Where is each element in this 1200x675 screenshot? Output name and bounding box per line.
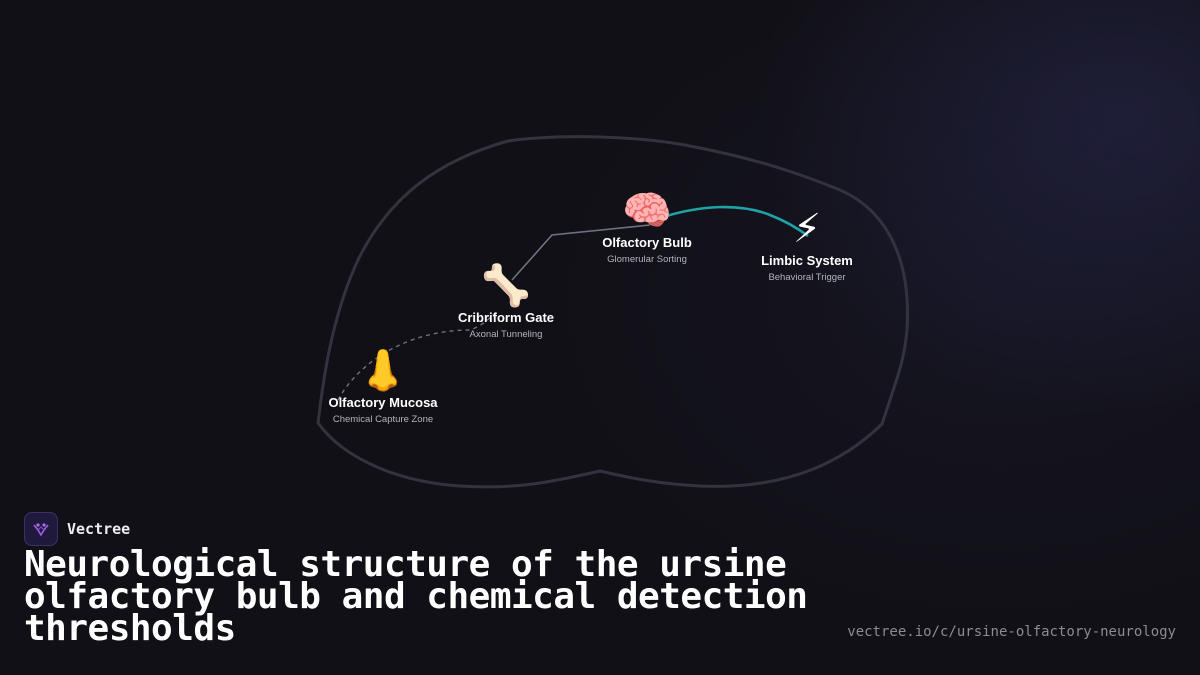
node-subtitle: Glomerular Sorting (607, 254, 687, 265)
nose-icon: 👃 (358, 348, 408, 394)
bone-icon: 🦴 (481, 263, 531, 309)
node-cribriform-gate: 🦴 Cribriform Gate Axonal Tunneling (416, 263, 596, 340)
node-limbic-system: ⚡ Limbic System Behavioral Trigger (717, 206, 897, 283)
node-title: Limbic System (761, 253, 853, 268)
node-subtitle: Chemical Capture Zone (332, 414, 434, 425)
node-title: Olfactory Bulb (602, 235, 692, 250)
edge-bulb-limbic (659, 205, 809, 238)
node-olfactory-mucosa: 👃 Olfactory Mucosa Chemical Capture Zone (293, 348, 473, 425)
source-url: vectree.io/c/ursine-olfactory-neurology (847, 624, 1176, 640)
edge-mucosa-cribriform (337, 311, 497, 401)
signal-dot (378, 381, 388, 391)
node-subtitle: Axonal Tunneling (469, 329, 543, 340)
node-subtitle: Behavioral Trigger (768, 272, 846, 283)
node-title: Cribriform Gate (457, 310, 555, 325)
brand: Vectree (24, 512, 130, 546)
brand-name: Vectree (67, 520, 131, 538)
edge-cribriform-bulb (511, 224, 651, 281)
vectree-logo-icon (24, 512, 58, 546)
node-title: Olfactory Mucosa (328, 395, 438, 410)
node-olfactory-bulb: 🧠 Olfactory Bulb Glomerular Sorting (557, 188, 737, 265)
page-title: Neurological structure of the ursine olf… (24, 544, 808, 649)
head-silhouette-outline (316, 135, 910, 489)
brain-icon: 🧠 (622, 188, 672, 234)
lightning-icon: ⚡ (792, 206, 822, 252)
